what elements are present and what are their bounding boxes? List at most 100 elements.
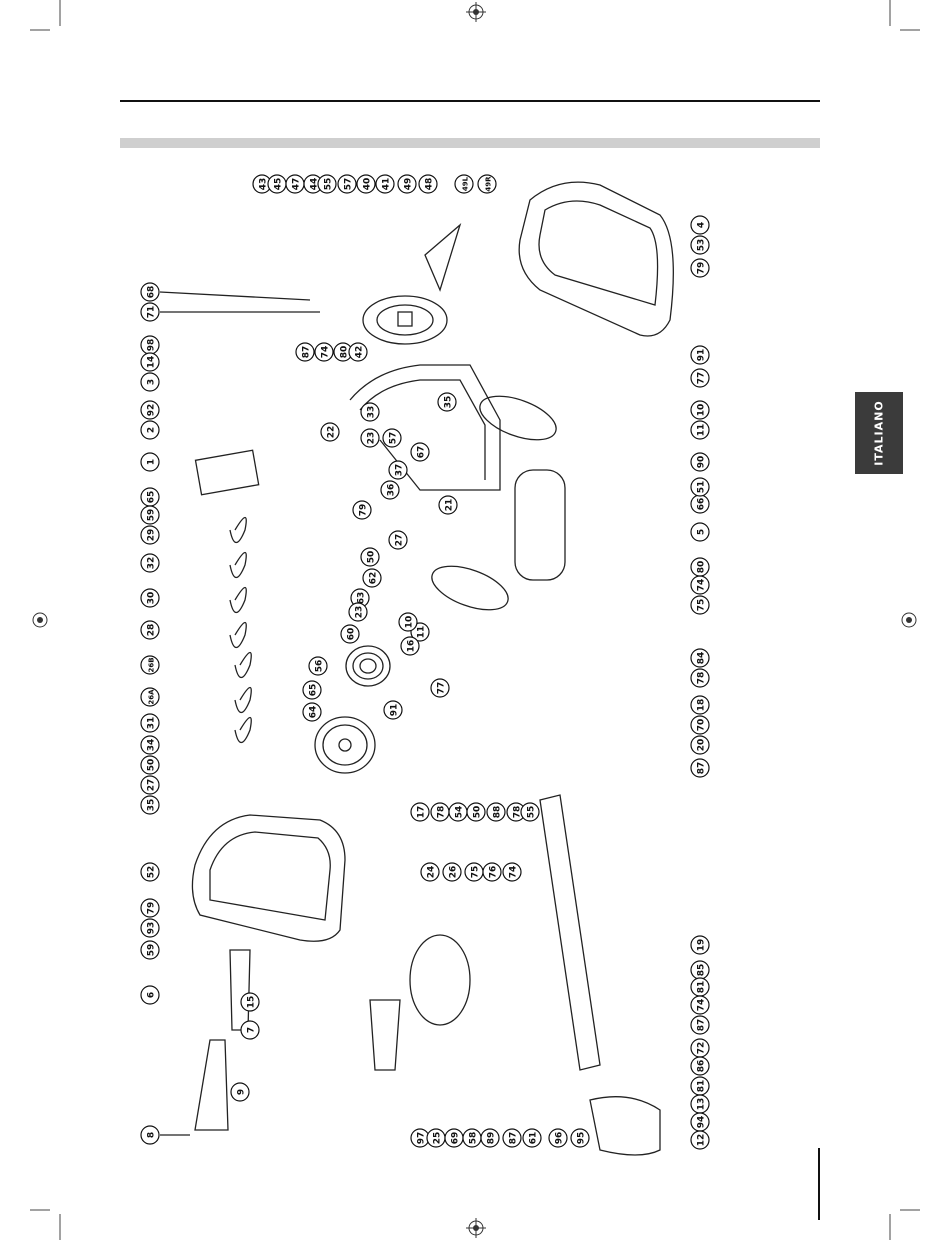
callout-circle	[140, 452, 160, 472]
part-callout: 49R	[477, 174, 497, 194]
stabilizer	[539, 794, 601, 1071]
part-callout: 87	[295, 342, 315, 362]
callout-number: 91	[390, 704, 400, 717]
page-number-bar	[818, 1148, 820, 1220]
part-callout: 75	[690, 595, 710, 615]
part-callout: 53	[690, 235, 710, 255]
callout-number: 79	[147, 902, 157, 915]
callout-circle	[308, 656, 328, 676]
callout-circle	[348, 342, 368, 362]
part-callout: 61	[522, 1128, 542, 1148]
callout-number: 44	[310, 178, 320, 191]
shroud-left	[191, 814, 346, 942]
callout-number: 85	[697, 964, 707, 977]
part-callout: 26	[442, 862, 462, 882]
callout-circle	[140, 940, 160, 960]
callout-circle	[140, 898, 160, 918]
part-callout: 89	[480, 1128, 500, 1148]
callout-number: 28	[147, 624, 157, 637]
callout-number: 56	[315, 660, 325, 673]
callout-number: 2	[147, 427, 157, 433]
callout-number: 7	[247, 1027, 257, 1033]
callout-number: 57	[389, 432, 399, 445]
part-callout: 20	[690, 735, 710, 755]
callout-circle	[140, 918, 160, 938]
callout-circle	[482, 862, 502, 882]
part-callout: 15	[240, 992, 260, 1012]
callout-number: 20	[697, 739, 707, 752]
callout-circle	[140, 655, 160, 675]
part-callout: 10	[690, 400, 710, 420]
callout-circle	[140, 735, 160, 755]
part-callout: 65	[302, 680, 322, 700]
callout-number: 78	[513, 806, 523, 819]
callout-number: 5	[697, 529, 707, 535]
saddle	[409, 934, 471, 1026]
part-callout: 1	[140, 452, 160, 472]
part-callout: 44	[303, 174, 323, 194]
part-callout: 78	[690, 668, 710, 688]
pulley	[362, 295, 448, 345]
callout-circle	[690, 935, 710, 955]
callout-number: 92	[147, 404, 157, 417]
callout-circle	[140, 505, 160, 525]
callout-number: 64	[309, 706, 319, 719]
callout-circle	[690, 668, 710, 688]
callout-number: 9	[237, 1089, 247, 1095]
part-callout: 26B	[140, 655, 160, 675]
callout-circle	[140, 620, 160, 640]
callout-number: 23	[367, 432, 377, 445]
part-callout: 13	[690, 1094, 710, 1114]
callout-circle	[382, 428, 402, 448]
part-callout: 68	[140, 282, 160, 302]
part-callout: 55	[317, 174, 337, 194]
part-callout: 88	[486, 802, 506, 822]
part-callout: 66	[690, 494, 710, 514]
callout-number: 80	[340, 346, 350, 359]
part-callout: 55	[520, 802, 540, 822]
callout-number: 87	[697, 1019, 707, 1032]
callout-number: 48	[425, 178, 435, 191]
callout-circle	[140, 400, 160, 420]
magnet-disc	[345, 645, 391, 687]
callout-circle	[360, 428, 380, 448]
language-tab: ITALIANO	[855, 392, 903, 474]
part-callout: 28	[140, 620, 160, 640]
part-callout: 81	[690, 977, 710, 997]
callout-circle	[295, 342, 315, 362]
callout-number: 22	[327, 426, 337, 439]
part-callout: 22	[320, 422, 340, 442]
part-callout: 74	[690, 995, 710, 1015]
part-callout: 42	[348, 342, 368, 362]
callout-number: 17	[417, 806, 427, 819]
callout-circle	[690, 345, 710, 365]
callout-circle	[356, 174, 376, 194]
callout-number: 24	[427, 866, 437, 879]
callout-circle	[140, 775, 160, 795]
callout-circle	[690, 595, 710, 615]
callout-number: 53	[697, 239, 707, 252]
part-callout: 25	[426, 1128, 446, 1148]
console	[194, 449, 260, 496]
shroud-right	[518, 181, 674, 337]
callout-number: 74	[509, 866, 519, 879]
part-callout: 27	[388, 530, 408, 550]
part-callout: 76	[482, 862, 502, 882]
callout-number: 70	[697, 719, 707, 732]
callout-number: 27	[395, 534, 405, 547]
part-callout: 33	[360, 402, 380, 422]
callout-number: 79	[697, 262, 707, 275]
part-callout: 62	[362, 568, 382, 588]
callout-circle	[317, 174, 337, 194]
callout-number: 26	[449, 866, 459, 879]
callout-number: 34	[147, 739, 157, 752]
callout-circle	[502, 862, 522, 882]
callout-circle	[520, 802, 540, 822]
part-callout: 87	[502, 1128, 522, 1148]
callout-circle	[480, 1128, 500, 1148]
callout-circle	[690, 400, 710, 420]
callout-circle	[360, 547, 380, 567]
callout-number: 77	[697, 372, 707, 385]
callout-circle	[140, 553, 160, 573]
callout-number: 49R	[485, 176, 493, 192]
